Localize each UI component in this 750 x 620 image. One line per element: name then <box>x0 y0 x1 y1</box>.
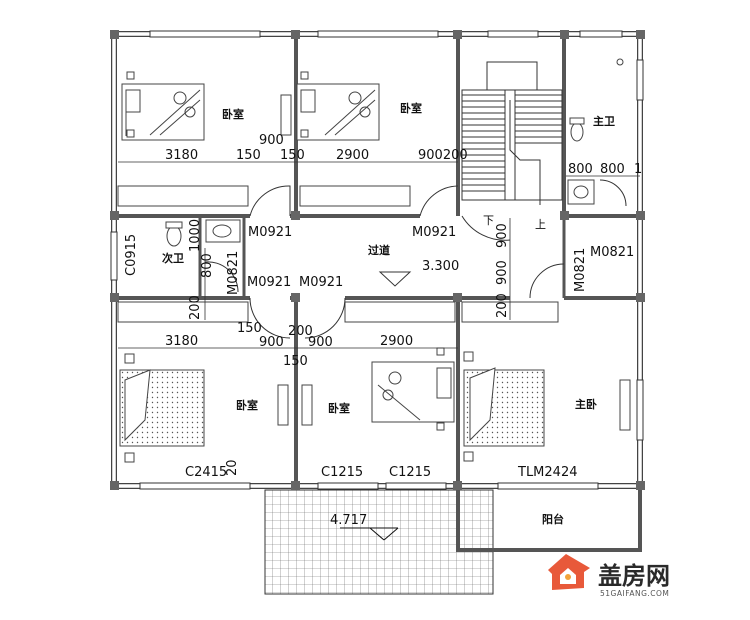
furniture-top-left <box>117 71 249 207</box>
dim-900-top: 900 <box>259 133 284 148</box>
staircase <box>461 61 563 241</box>
dim-900-stair-b: 900 <box>495 260 510 285</box>
furniture-bottom-middle <box>301 347 455 431</box>
door-m0921-d: M0921 <box>299 275 343 290</box>
dim-150-b: 150 <box>280 148 305 163</box>
door-m0921-b: M0921 <box>412 225 456 240</box>
room-balcony: 阳台 <box>542 512 564 526</box>
dim-800-a: 800 <box>568 162 593 177</box>
room-bedroom-tm: 卧室 <box>400 101 422 115</box>
dim-200-mid: 200 <box>288 324 313 339</box>
window-c0915: C0915 <box>124 234 139 276</box>
room-master-bath: 主卫 <box>593 114 615 128</box>
furniture-top-middle <box>280 71 411 207</box>
room-secondary-bath: 次卫 <box>162 251 184 265</box>
room-master-bedroom: 主卧 <box>575 397 597 411</box>
window-c1215-a: C1215 <box>321 465 363 480</box>
dimension-lines <box>118 161 640 349</box>
dim-20: 20 <box>225 459 240 476</box>
dim-200-stair: 200 <box>495 293 510 318</box>
room-bedroom-bl: 卧室 <box>236 398 258 412</box>
room-bedroom-tl: 卧室 <box>222 107 244 121</box>
furniture-master <box>461 301 631 462</box>
dim-150-c: 150 <box>237 321 262 336</box>
dim-900-bottom-a: 900 <box>259 335 284 350</box>
room-bedroom-bm: 卧室 <box>328 401 350 415</box>
dim-3180-top: 3180 <box>165 148 198 163</box>
window-c2415: C2415 <box>185 465 227 480</box>
dim-1000: 1000 <box>188 219 203 252</box>
columns <box>110 30 645 490</box>
dim-3180-bottom: 3180 <box>165 334 198 349</box>
dim-800-b: 800 <box>600 162 625 177</box>
room-corridor: 过道 <box>368 243 390 257</box>
dim-1-right: 1 <box>634 162 642 177</box>
logo-name: 盖房网 <box>598 562 670 590</box>
dim-800-bath: 800 <box>200 253 215 278</box>
bathroom-fixtures <box>165 58 624 247</box>
window-c1215-b: C1215 <box>389 465 431 480</box>
elevation-floor: 3.300 <box>422 259 459 274</box>
dim-900-stair-a: 900 <box>495 223 510 248</box>
dim-200-bath: 200 <box>188 295 203 320</box>
dim-2900-top: 2900 <box>336 148 369 163</box>
windows <box>110 30 644 490</box>
elevation-terrace: 4.717 <box>330 513 367 528</box>
stair-up-label: 上 <box>535 218 546 231</box>
door-m0821-vertical: M0821 <box>573 248 588 292</box>
site-logo: 盖房网 51GAIFANG.COM <box>548 554 670 598</box>
terrace <box>264 489 494 595</box>
door-m0921-c: M0921 <box>247 275 291 290</box>
door-m0821: M0821 <box>590 245 634 260</box>
furniture-bottom-left <box>119 353 289 463</box>
stair-down-label: 下 <box>483 214 494 227</box>
dim-150-a: 150 <box>236 148 261 163</box>
logo-url: 51GAIFANG.COM <box>600 589 669 598</box>
door-m0921-a: M0921 <box>248 225 292 240</box>
dim-150-d: 150 <box>283 354 308 369</box>
window-tlm2424: TLM2424 <box>517 465 577 480</box>
dim-900-bottom-b: 900 <box>308 335 333 350</box>
dim-900-200: 900200 <box>418 148 468 163</box>
door-m0821-bath: M0821 <box>226 251 241 295</box>
wardrobes-bottom <box>117 301 456 323</box>
dim-2900-bottom: 2900 <box>380 334 413 349</box>
doors <box>204 179 627 339</box>
